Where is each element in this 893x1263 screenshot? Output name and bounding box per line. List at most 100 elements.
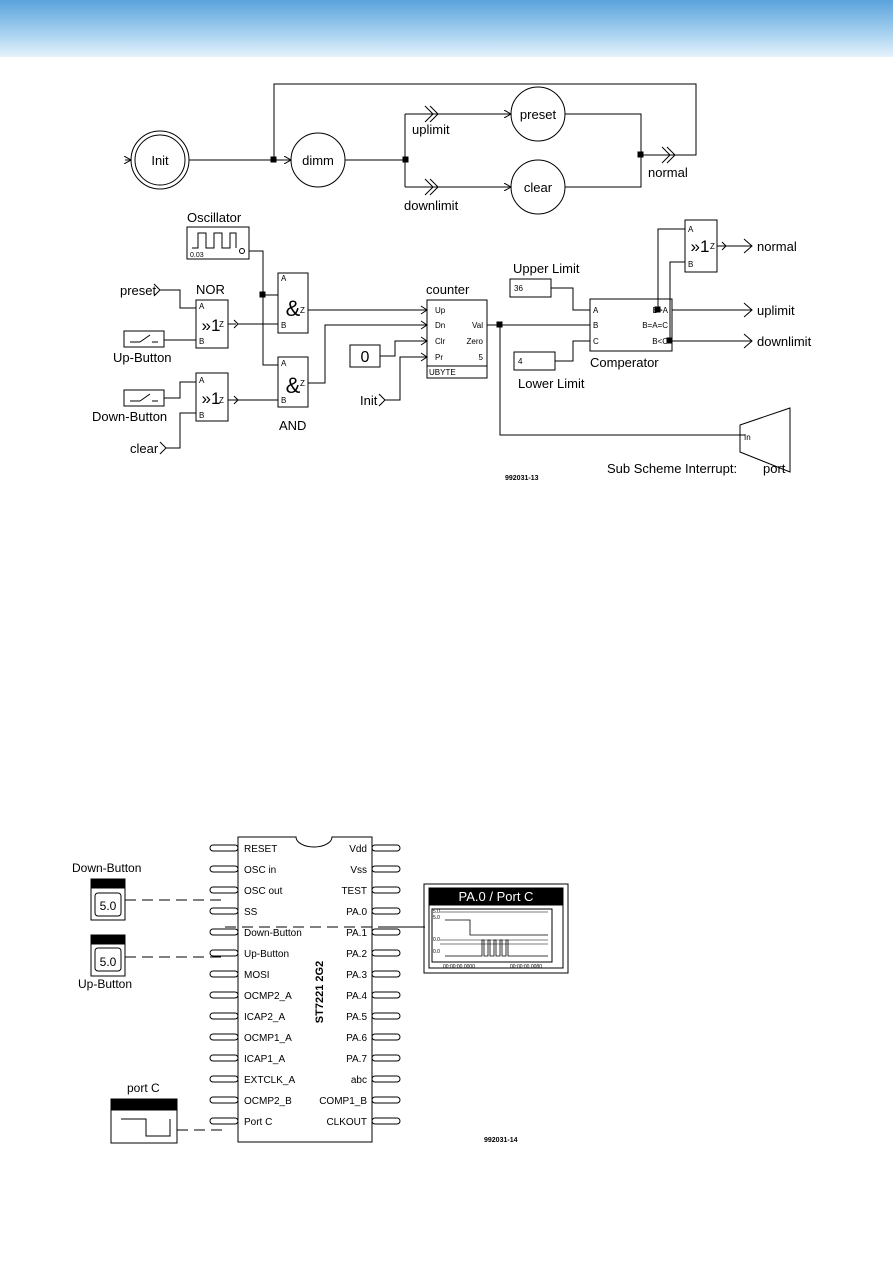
left-pin bbox=[209, 1117, 239, 1125]
output-uplimit: uplimit bbox=[757, 303, 795, 318]
svg-text:Z: Z bbox=[300, 306, 305, 315]
left-pin bbox=[209, 970, 239, 978]
svg-text:A: A bbox=[593, 306, 599, 315]
right-pin-label: Vdd bbox=[349, 844, 367, 855]
preset-input-label: preset bbox=[120, 283, 157, 298]
svg-text:B: B bbox=[281, 321, 286, 330]
upper-limit-label: Upper Limit bbox=[513, 261, 580, 276]
chip-diagram bbox=[90, 836, 569, 1144]
right-pin bbox=[371, 1033, 401, 1041]
portc-label: port C bbox=[127, 1081, 160, 1095]
left-pin bbox=[209, 1075, 239, 1083]
chip-name: ST7221 2G2 bbox=[314, 961, 326, 1023]
left-pin-label: OSC out bbox=[244, 886, 283, 897]
right-pin-label: PA.2 bbox=[346, 949, 367, 960]
right-pin bbox=[371, 991, 401, 999]
right-pin-label: PA.4 bbox=[346, 991, 367, 1002]
chip-extra-labels: ST7221 2G2 Down-Button 5.0 5.0 Up-Button… bbox=[72, 861, 542, 1144]
svg-text:B: B bbox=[281, 396, 286, 405]
state-dimm: dimm bbox=[302, 153, 334, 168]
svg-text:B: B bbox=[199, 411, 204, 420]
svg-text:C: C bbox=[593, 337, 599, 346]
svg-text:A: A bbox=[281, 359, 287, 368]
left-pin bbox=[209, 1096, 239, 1104]
zero-constant: 0 bbox=[361, 349, 370, 366]
and-label: AND bbox=[279, 418, 306, 433]
left-pin-label: Port C bbox=[244, 1117, 272, 1128]
right-pin bbox=[371, 844, 401, 852]
svg-text:A: A bbox=[688, 225, 694, 234]
comparator-label: Comperator bbox=[590, 355, 659, 370]
left-pin bbox=[209, 907, 239, 915]
right-pin bbox=[371, 949, 401, 957]
up-button-value: 5.0 bbox=[100, 955, 117, 969]
left-pin-label: EXTCLK_A bbox=[244, 1075, 295, 1086]
port-label: port bbox=[763, 461, 786, 476]
left-pin-label: Down-Button bbox=[244, 928, 302, 939]
right-pin-label: abc bbox=[351, 1075, 367, 1086]
svg-text:B: B bbox=[688, 260, 693, 269]
logic-labels: Oscillator 0.03 preset NOR A B Z »1 Up-B… bbox=[92, 210, 812, 482]
left-pin-label: OCMP2_A bbox=[244, 991, 292, 1002]
svg-text:5: 5 bbox=[479, 353, 484, 362]
left-pin-label: OCMP2_B bbox=[244, 1096, 292, 1107]
right-pin-label: PA.6 bbox=[346, 1033, 367, 1044]
left-pin-label: OSC in bbox=[244, 865, 276, 876]
svg-text:B<C: B<C bbox=[652, 337, 668, 346]
right-pin bbox=[371, 1117, 401, 1125]
left-pin bbox=[209, 991, 239, 999]
right-pin bbox=[371, 1054, 401, 1062]
logic-diagram bbox=[123, 219, 791, 473]
left-pin bbox=[209, 844, 239, 852]
up-button-label: Up-Button bbox=[113, 350, 172, 365]
state-init: Init bbox=[151, 153, 169, 168]
right-pin bbox=[371, 928, 401, 936]
right-pin-label: PA.7 bbox=[346, 1054, 367, 1065]
svg-text:Z: Z bbox=[219, 396, 224, 405]
right-pin-label: Vss bbox=[350, 865, 367, 876]
left-pin-label: RESET bbox=[244, 844, 277, 855]
right-pin bbox=[371, 886, 401, 894]
output-downlimit: downlimit bbox=[757, 334, 812, 349]
svg-text:A: A bbox=[199, 302, 205, 311]
scope-title: PA.0 / Port C bbox=[459, 889, 534, 904]
right-pin bbox=[371, 865, 401, 873]
svg-text:Val: Val bbox=[472, 321, 483, 330]
right-pin-label: PA.0 bbox=[346, 907, 367, 918]
svg-text:B>A: B>A bbox=[653, 306, 669, 315]
left-pin-label: MOSI bbox=[244, 970, 270, 981]
or-gate-3-symbol: »1 bbox=[691, 237, 710, 256]
right-pin bbox=[371, 970, 401, 978]
state-diagram bbox=[125, 83, 697, 215]
right-pin-label: PA.5 bbox=[346, 1012, 367, 1023]
right-pin bbox=[371, 1096, 401, 1104]
right-pin-label: PA.3 bbox=[346, 970, 367, 981]
svg-text:A: A bbox=[281, 274, 287, 283]
right-pin bbox=[371, 1012, 401, 1020]
right-pin-label: TEST bbox=[341, 886, 367, 897]
svg-text:0.0: 0.0 bbox=[433, 949, 440, 955]
lower-limit-value: 4 bbox=[518, 357, 523, 366]
transition-downlimit: downlimit bbox=[404, 198, 459, 213]
oscillator-value: 0.03 bbox=[190, 252, 204, 259]
svg-text:Up: Up bbox=[435, 306, 446, 315]
header-banner bbox=[0, 0, 893, 57]
svg-text:Dn: Dn bbox=[435, 321, 445, 330]
state-clear: clear bbox=[524, 180, 553, 195]
nor-symbol: »1 bbox=[202, 316, 221, 335]
transition-uplimit: uplimit bbox=[412, 122, 450, 137]
right-pin-label: PA.1 bbox=[346, 928, 367, 939]
svg-text:Z: Z bbox=[710, 242, 715, 251]
left-pin bbox=[209, 1033, 239, 1041]
svg-text:0.0: 0.0 bbox=[433, 937, 440, 943]
left-pin-label: Up-Button bbox=[244, 949, 289, 960]
oscillator-label: Oscillator bbox=[187, 210, 242, 225]
counter-label: counter bbox=[426, 282, 470, 297]
clear-input-label: clear bbox=[130, 441, 159, 456]
left-pin-label: SS bbox=[244, 907, 258, 918]
sub-scheme-label: Sub Scheme Interrupt: bbox=[607, 461, 737, 476]
right-pin bbox=[371, 1075, 401, 1083]
right-pin-label: CLKOUT bbox=[326, 1117, 367, 1128]
svg-text:00:00:00.0000: 00:00:00.0000 bbox=[443, 964, 475, 970]
